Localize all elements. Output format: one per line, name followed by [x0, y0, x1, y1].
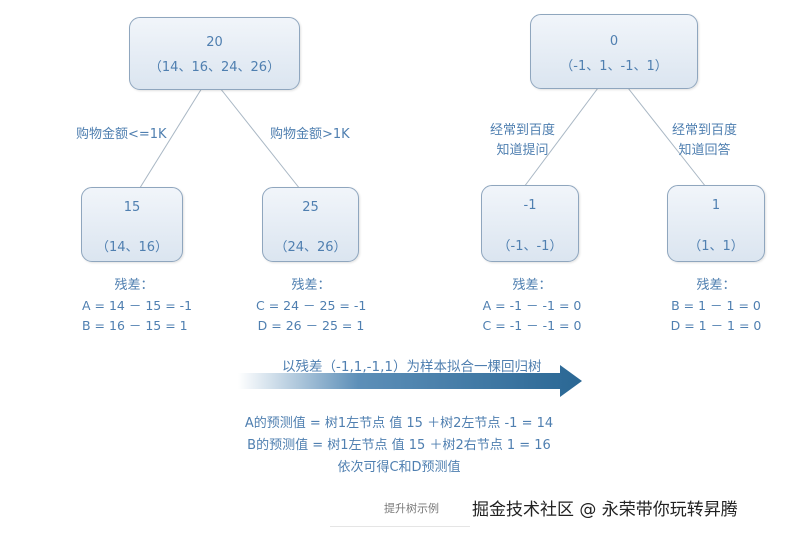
- tree1-left-value: 15: [123, 200, 141, 215]
- tree1-right-residual: 残差： C = 24 － 25 = -1 D = 26 － 25 = 1: [256, 276, 366, 336]
- edge-tree2-right: [627, 87, 707, 188]
- prediction-line: A的预测值 = 树1左节点 值 15 ＋树2左节点 -1 = 14: [244, 416, 554, 431]
- tree1-left-node: 15 （14、16）: [81, 187, 183, 262]
- residual-title: 残差：: [291, 278, 331, 293]
- tree2-left-samples: （-1、-1）: [497, 239, 563, 254]
- tree1-left-residual: 残差： A = 14 － 15 = -1 B = 16 － 15 = 1: [82, 276, 193, 336]
- caption-divider: [330, 526, 470, 527]
- tree2-left-residual: 残差： A = -1 － -1 = 0 C = -1 － -1 = 0: [475, 276, 589, 336]
- tree1-right-edge-label: 购物金额>1K: [270, 127, 350, 142]
- edge-tree1-right: [219, 87, 301, 190]
- residual-title: 残差：: [696, 278, 736, 293]
- edge-tree2-left: [523, 87, 599, 188]
- tree1-right-value: 25: [302, 200, 319, 215]
- tree2-right-edge-label: 经常到百度 知道回答: [672, 121, 737, 161]
- edge-label-line: 经常到百度: [490, 123, 556, 138]
- tree2-left-node: -1 （-1、-1）: [481, 185, 579, 262]
- edge-label-line: 经常到百度: [672, 123, 738, 138]
- tree1-root-samples: （14、16、24、26）: [148, 60, 281, 75]
- watermark-text: 掘金技术社区 @ 永荣带你玩转昇腾: [472, 500, 738, 520]
- arrow-label: 以残差（-1,1,-1,1）为样本拟合一棵回归树: [282, 359, 542, 375]
- residual-line: B = 16 － 15 = 1: [82, 318, 188, 333]
- edge-tree1-left: [137, 87, 203, 192]
- tree1-left-samples: （14、16）: [95, 240, 169, 255]
- tree2-root-samples: （-1、1、-1、1）: [560, 59, 668, 74]
- residual-line: D = 1 － 1 = 0: [670, 318, 762, 333]
- residual-line: C = -1 － -1 = 0: [482, 318, 582, 333]
- figure-caption: 提升树示例: [384, 502, 439, 515]
- tree1-root-node: 20 （14、16、24、26）: [129, 17, 300, 90]
- prediction-line: B的预测值 = 树1左节点 值 15 ＋树2右节点 1 = 16: [247, 438, 551, 453]
- edge-label-line: 知道提问: [496, 143, 549, 158]
- tree1-right-samples: （24、26）: [274, 240, 347, 255]
- tree1-left-edge-label: 购物金额<=1K: [76, 127, 167, 142]
- residual-line: A = 14 － 15 = -1: [82, 298, 193, 313]
- edge-label-line: 知道回答: [678, 143, 731, 158]
- tree2-right-node: 1 （1、1）: [667, 185, 765, 262]
- residual-line: C = 24 － 25 = -1: [256, 298, 367, 313]
- process-arrow: [238, 365, 582, 397]
- tree2-right-residual: 残差： B = 1 － 1 = 0 D = 1 － 1 = 0: [660, 276, 772, 336]
- tree1-root-value: 20: [206, 35, 223, 50]
- residual-title: 残差：: [114, 278, 154, 293]
- tree2-root-value: 0: [609, 34, 619, 49]
- tree1-right-node: 25 （24、26）: [262, 187, 359, 262]
- prediction-line: 依次可得C和D预测值: [337, 460, 461, 475]
- tree2-root-node: 0 （-1、1、-1、1）: [530, 14, 698, 89]
- tree2-right-value: 1: [711, 198, 721, 213]
- residual-line: B = 1 － 1 = 0: [671, 298, 761, 313]
- residual-line: D = 26 － 25 = 1: [257, 318, 365, 333]
- tree2-left-value: -1: [523, 198, 537, 213]
- residual-title: 残差：: [512, 278, 552, 293]
- tree2-right-samples: （1、1）: [688, 239, 744, 254]
- residual-line: A = -1 － -1 = 0: [482, 298, 582, 313]
- tree2-left-edge-label: 经常到百度 知道提问: [490, 121, 555, 161]
